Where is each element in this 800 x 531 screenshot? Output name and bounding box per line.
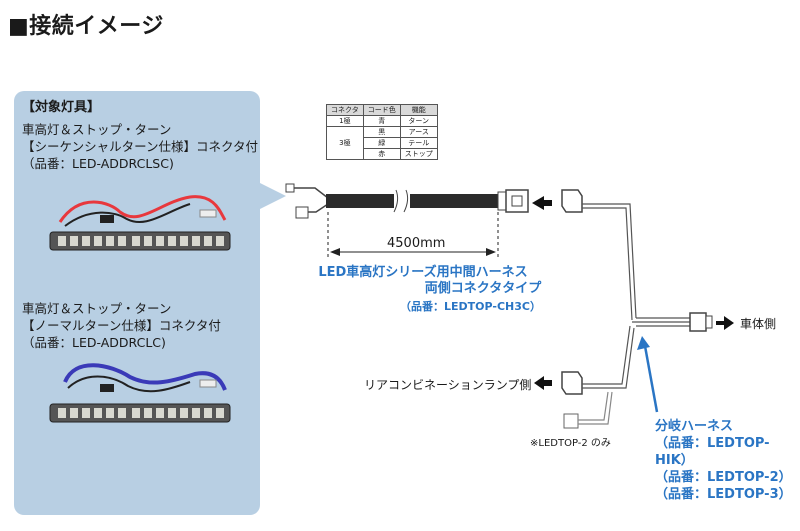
- arrow-right-icon: [716, 316, 734, 330]
- harness-part: （品番：LEDTOP-CH3C）: [400, 300, 541, 313]
- harness-name-line2: 両側コネクタタイプ: [424, 281, 542, 296]
- table-header: コード色: [362, 104, 401, 116]
- arrow-left-icon: [532, 196, 552, 210]
- target-lamps-panel: [14, 91, 260, 515]
- lamp1-description: 車高灯＆ストップ・ターン 【シーケンシャルターン仕様】コネクタ付 （品番：LED…: [22, 121, 258, 172]
- rear-lamp-side-label: リアコンビネーションランプ側: [364, 378, 532, 392]
- lamp1-part: （品番：LED-ADDRCLSC): [22, 156, 174, 171]
- dimension-line: [327, 212, 499, 258]
- lamp1-image: [49, 195, 231, 251]
- intermediate-harness: [285, 183, 529, 219]
- branch-harness: [561, 189, 713, 429]
- lamp2-line2: 【ノーマルターン仕様】コネクタ付: [22, 318, 221, 333]
- table-cell: ストップ: [399, 148, 438, 160]
- branch-part2: （品番：LEDTOP-2）: [655, 470, 792, 485]
- table-row: 1極 青 ターン: [326, 115, 438, 127]
- page-title: ■接続イメージ: [8, 14, 164, 39]
- ledtop2-note: ※LEDTOP-2 のみ: [530, 438, 611, 449]
- lamp2-part: （品番：LED-ADDRCLC): [22, 335, 166, 350]
- harness-name: LED車高灯シリーズ用中間ハーネス 両側コネクタタイプ: [298, 265, 548, 297]
- lamp2-line1: 車高灯＆ストップ・ターン: [22, 301, 172, 316]
- lamp2-description: 車高灯＆ストップ・ターン 【ノーマルターン仕様】コネクタ付 （品番：LED-AD…: [22, 300, 221, 351]
- vehicle-side-label: 車体側: [740, 317, 777, 331]
- branch-part3: （品番：LEDTOP-3）: [655, 487, 792, 502]
- dimension-label: 4500mm: [387, 236, 446, 251]
- arrow-left-icon: [534, 376, 552, 390]
- harness-name-line1: LED車高灯シリーズ用中間ハーネス: [318, 265, 528, 280]
- table-row: 緑 テール: [327, 137, 438, 149]
- panel-pointer: [258, 182, 286, 210]
- lamp1-line2: 【シーケンシャルターン仕様】コネクタ付: [22, 139, 259, 154]
- connector-table: コネクタ コード色 機能 1極 青 ターン 3極 黒 アース 緑 テール 赤 ス…: [326, 104, 438, 160]
- branch-part1: （品番：LEDTOP-HIK）: [655, 436, 770, 468]
- branch-harness-label: 分岐ハーネス （品番：LEDTOP-HIK） （品番：LEDTOP-2） （品番…: [655, 418, 800, 503]
- table-row: 赤 ストップ: [327, 148, 438, 160]
- panel-heading: 【対象灯具】: [22, 100, 101, 115]
- branch-name: 分岐ハーネス: [655, 419, 734, 434]
- lamp2-image: [49, 363, 231, 423]
- table-row: 3極 黒 アース: [326, 126, 438, 160]
- branch-pointer-arrow: [637, 336, 659, 413]
- lamp1-line1: 車高灯＆ストップ・ターン: [22, 122, 172, 137]
- table-header: 機能: [399, 104, 438, 116]
